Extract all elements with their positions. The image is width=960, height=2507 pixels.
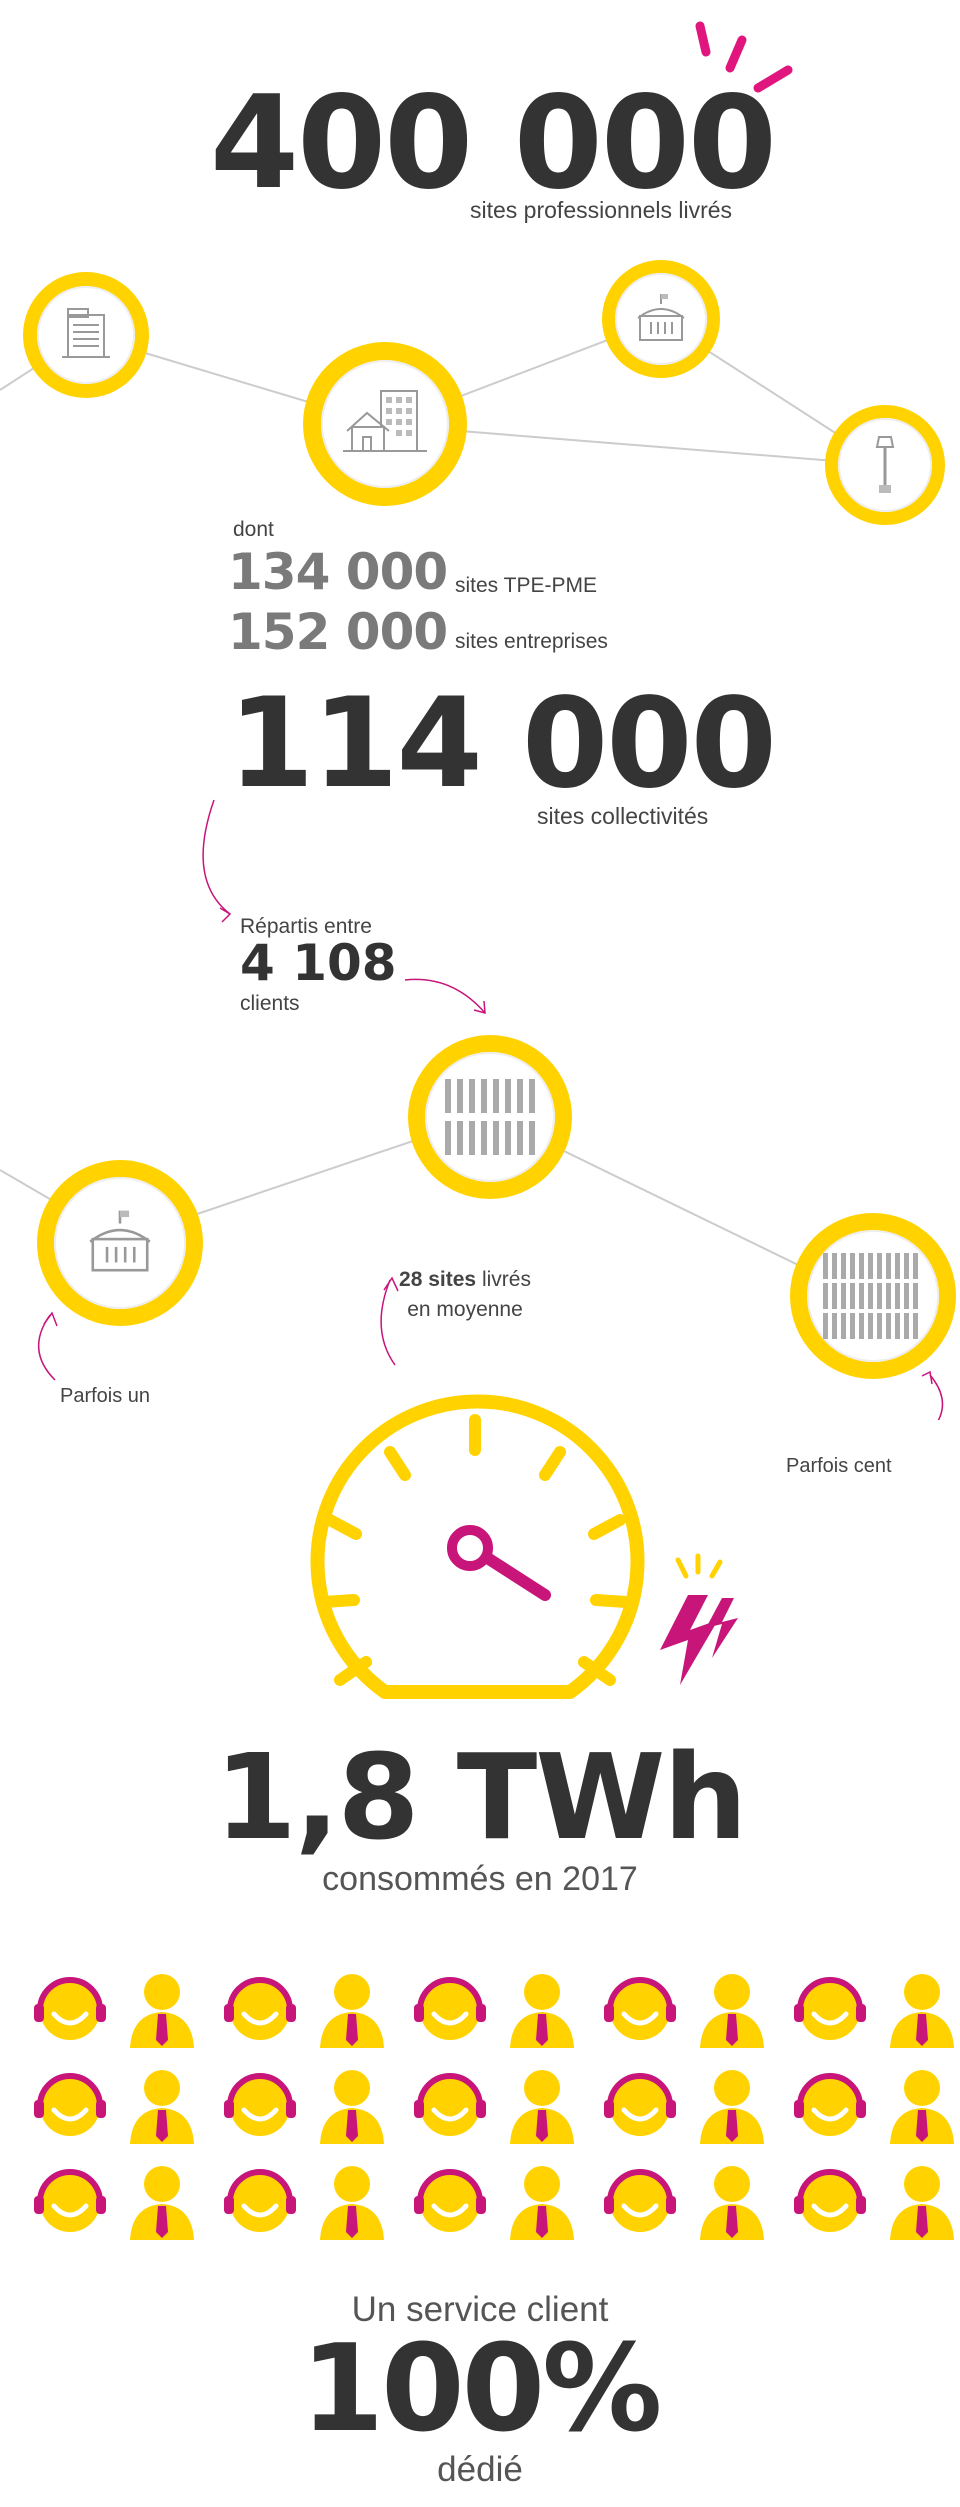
energy-value: 1,8 TWh	[214, 1728, 748, 1866]
town-hall-icon	[637, 294, 685, 341]
business-person-icon	[122, 2162, 202, 2246]
headset-agent-icon	[410, 2066, 490, 2150]
townhall-circle	[602, 260, 720, 378]
service-line2: dédié	[437, 2450, 523, 2489]
house-circle	[303, 342, 467, 506]
collectivites-caption: sites collectivités	[537, 803, 709, 829]
townhall-big-circle	[37, 1160, 203, 1326]
dont-label: dont	[233, 518, 274, 541]
street-lamps-group-icon	[445, 1079, 535, 1155]
moyenne-line2: en moyenne	[407, 1298, 523, 1321]
office-circle	[23, 272, 149, 398]
headset-agent-icon	[410, 1970, 490, 2054]
street-lamps-many-icon	[823, 1253, 918, 1339]
streetlamp-circle	[825, 405, 945, 525]
business-person-icon	[882, 2162, 960, 2246]
collectivites-value: 114 000	[228, 672, 777, 816]
business-person-icon	[122, 2066, 202, 2150]
headset-agent-icon	[30, 2162, 110, 2246]
business-person-icon	[312, 1970, 392, 2054]
entreprises-value: 152 000	[228, 603, 448, 661]
business-person-icon	[882, 1970, 960, 2054]
clients-intro: Répartis entre	[240, 915, 372, 938]
business-person-icon	[502, 1970, 582, 2054]
speedometer-icon	[310, 1394, 645, 1699]
business-person-icon	[502, 2162, 582, 2246]
headset-agent-icon	[600, 2162, 680, 2246]
total-sites-caption: sites professionnels livrés	[470, 197, 733, 223]
service-value: 100%	[300, 2320, 663, 2459]
moyenne-bold: 28 sites	[399, 1268, 477, 1291]
house-building-icon	[343, 390, 427, 452]
business-person-icon	[692, 2162, 772, 2246]
lightning-icon	[660, 1553, 738, 1685]
clients-value: 4 108	[240, 934, 397, 992]
energy-caption: consommés en 2017	[322, 1860, 638, 1898]
headset-agent-icon	[600, 1970, 680, 2054]
headset-agent-icon	[790, 1970, 870, 2054]
headset-agent-icon	[30, 1970, 110, 2054]
lamps-many-circle	[790, 1213, 956, 1379]
business-person-icon	[312, 2162, 392, 2246]
business-person-icon	[122, 1970, 202, 2054]
headset-agent-icon	[410, 2162, 490, 2246]
headset-agent-icon	[220, 2162, 300, 2246]
network-lines-1	[0, 319, 886, 466]
service-line1: Un service client	[351, 2290, 609, 2329]
sparkle-icon	[695, 21, 793, 93]
street-lamp-icon	[875, 436, 895, 493]
business-person-icon	[692, 1970, 772, 2054]
office-building-icon	[62, 308, 110, 358]
town-hall-icon	[89, 1210, 151, 1272]
business-person-icon	[502, 2066, 582, 2150]
headset-agent-icon	[790, 2162, 870, 2246]
headset-agent-icon	[790, 2066, 870, 2150]
parfois-cent-label: Parfois cent	[786, 1455, 892, 1477]
clients-unit: clients	[240, 992, 300, 1015]
business-person-icon	[312, 2066, 392, 2150]
tpe-pme-label: sites TPE-PME	[455, 574, 597, 597]
lamps-few-circle	[408, 1035, 572, 1199]
headset-agent-icon	[220, 1970, 300, 2054]
business-person-icon	[692, 2066, 772, 2150]
moyenne-text: 28 sites livrés en moyenne	[340, 1265, 590, 1325]
headset-agent-icon	[220, 2066, 300, 2150]
arrows-clients	[202, 799, 486, 1015]
business-person-icon	[882, 2066, 960, 2150]
moyenne-rest: livrés	[476, 1268, 531, 1291]
entreprises-label: sites entreprises	[455, 630, 608, 653]
headset-agent-icon	[600, 2066, 680, 2150]
parfois-un-label: Parfois un	[60, 1385, 151, 1407]
headset-agent-icon	[30, 2066, 110, 2150]
arrows-lower	[37, 1276, 944, 1420]
tpe-pme-value: 134 000	[228, 543, 448, 601]
total-sites-value: 400 000	[210, 69, 777, 218]
